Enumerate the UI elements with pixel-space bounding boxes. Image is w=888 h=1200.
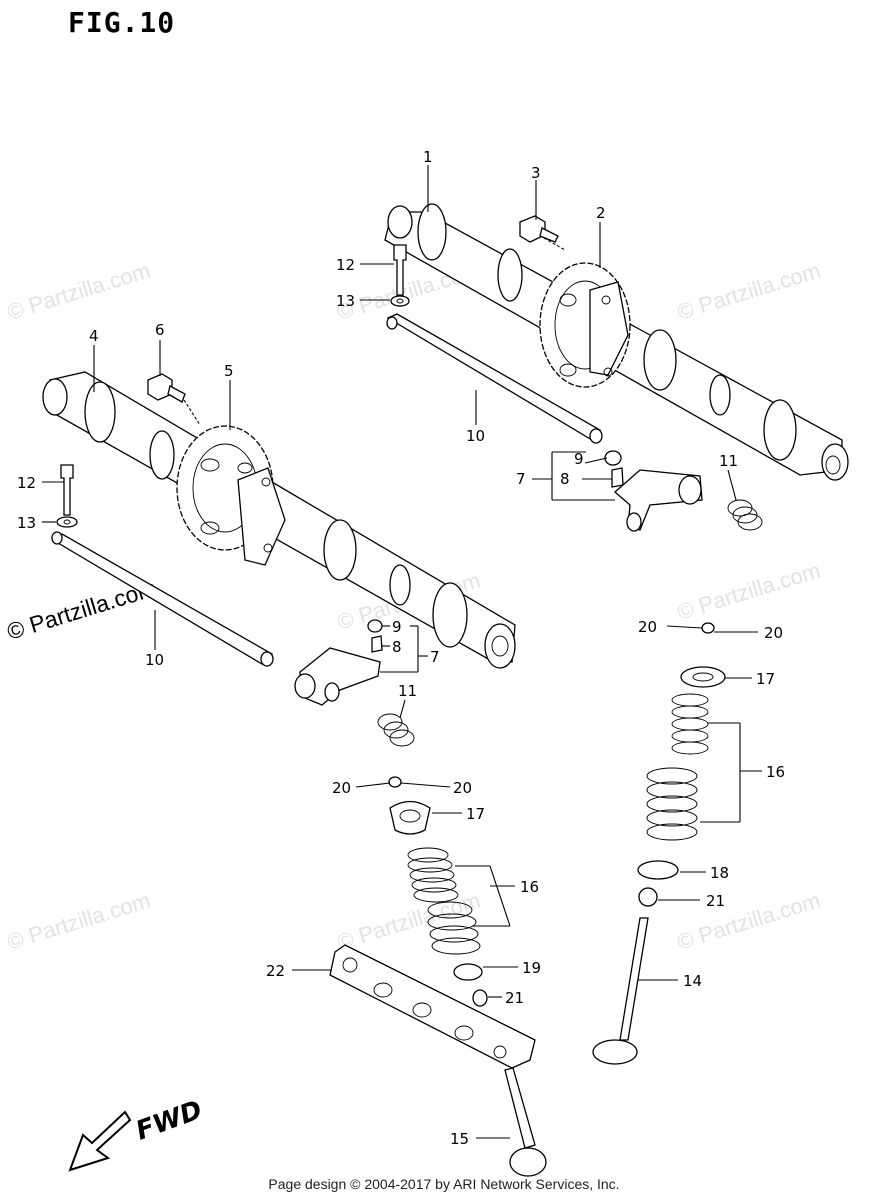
cam-sprocket-upper — [539, 262, 631, 388]
callout-20: 20 — [332, 779, 351, 797]
callout-15: 15 — [450, 1130, 469, 1148]
callout-10: 10 — [145, 651, 164, 669]
callout-20: 20 — [638, 618, 657, 636]
valve-stack-left — [388, 776, 488, 1007]
callout-16: 16 — [766, 763, 785, 781]
callout-6: 6 — [155, 321, 165, 339]
watermark: © Partzilla.com — [4, 258, 153, 325]
callout-12: 12 — [17, 474, 36, 492]
callout-19: 19 — [522, 959, 541, 977]
callout-17: 17 — [756, 670, 775, 688]
callout-8: 8 — [392, 638, 402, 656]
sprocket-bolt-lower — [147, 373, 201, 426]
bolt-washer-upper — [390, 244, 410, 307]
rocker-spring-lower — [377, 713, 415, 747]
callout-18: 18 — [710, 864, 729, 882]
callout-21: 21 — [706, 892, 725, 910]
callout-20: 20 — [453, 779, 472, 797]
page-footer: Page design © 2004-2017 by ARI Network S… — [268, 1176, 620, 1192]
rocker-spring-upper — [727, 499, 763, 531]
cam-sprocket-lower — [176, 425, 286, 566]
callout-11: 11 — [398, 682, 417, 700]
callout-9: 9 — [574, 450, 584, 468]
callout-16: 16 — [520, 878, 539, 896]
valve-guide-plate — [329, 944, 536, 1069]
callout-1: 1 — [423, 148, 433, 166]
callout-3: 3 — [531, 164, 541, 182]
watermark: © Partzilla.com — [674, 888, 823, 955]
callout-13: 13 — [336, 292, 355, 310]
fwd-label: FWD — [132, 1095, 206, 1146]
rocker-shaft-upper — [386, 313, 603, 444]
callout-12: 12 — [336, 256, 355, 274]
callout-9: 9 — [392, 618, 402, 636]
callout-10: 10 — [466, 427, 485, 445]
figure-title: FIG.10 — [68, 6, 176, 39]
callout-13: 13 — [17, 514, 36, 532]
leader-lines — [42, 165, 762, 1139]
valve-spring-right — [646, 693, 709, 841]
watermark: © Partzilla.com — [674, 558, 823, 625]
rocker-arm-upper — [604, 450, 703, 532]
callout-8: 8 — [560, 470, 570, 488]
callout-7: 7 — [430, 648, 440, 666]
valve-stack-right — [592, 622, 726, 1065]
callout-22: 22 — [266, 962, 285, 980]
callout-2: 2 — [596, 204, 606, 222]
callout-7: 7 — [516, 470, 526, 488]
valve-left — [504, 1067, 547, 1177]
callout-21: 21 — [505, 989, 524, 1007]
callout-11: 11 — [719, 452, 738, 470]
callout-4: 4 — [89, 327, 99, 345]
callout-20: 20 — [764, 624, 783, 642]
sprocket-bolt-upper — [519, 215, 566, 251]
callout-labels: 1 2 3 12 13 10 9 8 7 11 4 5 6 12 13 10 9… — [17, 148, 785, 1148]
watermark: © Partzilla.com — [4, 888, 153, 955]
forward-arrow-icon: FWD — [68, 1095, 206, 1172]
watermark: © Partzilla.com — [674, 258, 823, 325]
bolt-washer-lower — [56, 464, 78, 528]
callout-17: 17 — [466, 805, 485, 823]
rocker-shaft-lower — [51, 531, 274, 667]
valve-spring-left — [407, 847, 481, 955]
callout-5: 5 — [224, 362, 234, 380]
rocker-arm-lower — [294, 619, 383, 706]
watermark: © Partzilla.com — [334, 888, 483, 955]
callout-14: 14 — [683, 972, 702, 990]
